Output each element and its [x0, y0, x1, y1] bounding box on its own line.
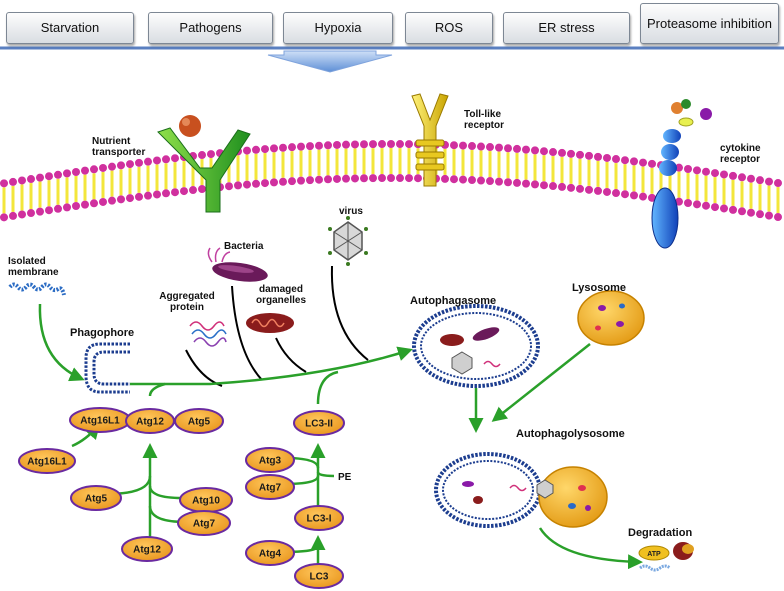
degradation-label: Degradation — [628, 527, 693, 539]
damaged-organelle-icon — [246, 313, 294, 333]
atg16l1-oval-label: Atg16L1 — [27, 457, 67, 468]
atg7-right-oval: Atg7 — [245, 474, 295, 500]
cytokine-receptor-icon — [651, 99, 712, 249]
phagophore-label: Phagophore — [70, 327, 135, 339]
autophagosome-label: Autophagasome — [410, 295, 497, 307]
atg7-left-oval: Atg7 — [177, 510, 231, 536]
atg5-complex-oval: Atg5 — [174, 408, 224, 434]
bacteria-label: Bacteria — [224, 241, 264, 252]
lc3-ii-oval-label: LC3-II — [305, 419, 333, 430]
stress-input-arrow — [267, 50, 393, 73]
degradation-arrow — [538, 527, 643, 570]
stress-hypoxia: Hypoxia — [283, 12, 393, 44]
atg12-complex-oval-label: Atg12 — [136, 417, 164, 428]
atg16l1-oval: Atg16L1 — [18, 448, 76, 474]
autophagosome-icon — [412, 304, 540, 388]
bacteria-icon — [207, 247, 268, 282]
atg3-oval-label: Atg3 — [259, 456, 282, 467]
lc3-i-oval: LC3-I — [294, 505, 344, 531]
toll-like-receptor-label: Toll-like receptor — [464, 109, 505, 131]
lc3-ii-oval: LC3-II — [293, 410, 345, 436]
lc3-oval-label: LC3 — [310, 572, 329, 583]
atg4-oval: Atg4 — [245, 540, 295, 566]
damaged-organelles-label: damaged organelles — [255, 284, 307, 306]
virus-label: virus — [339, 206, 363, 217]
phagophore-icon — [84, 342, 130, 394]
atg10-oval-label: Atg10 — [192, 496, 220, 507]
aggregated-protein-icon — [189, 321, 227, 347]
atp-label: ATP — [647, 551, 661, 558]
atg7-left-oval-label: Atg7 — [193, 519, 216, 530]
atg7-right-oval-label: Atg7 — [259, 483, 282, 494]
atg10-oval: Atg10 — [179, 487, 233, 513]
atg12-oval: Atg12 — [121, 536, 173, 562]
pe-label: PE — [338, 472, 352, 483]
nutrient-transporter-icon — [157, 115, 251, 213]
lc3-i-oval-label: LC3-I — [307, 514, 332, 525]
autophagolysosome-icon — [434, 452, 608, 528]
atg5-oval: Atg5 — [70, 485, 122, 511]
atg12-complex-oval: Atg12 — [125, 408, 175, 434]
main-pathway-arrows — [38, 303, 413, 405]
atg5-oval-label: Atg5 — [85, 494, 108, 505]
stress-starvation: Starvation — [6, 12, 134, 44]
toll-like-receptor-icon — [411, 93, 449, 187]
degradation-products-icon: ATP — [638, 542, 694, 572]
atg16l1-complex-oval: Atg16L1 — [69, 407, 131, 433]
atg3-oval: Atg3 — [245, 447, 295, 473]
lysosome-label: Lysosome — [572, 282, 627, 294]
cytokine-receptor-label: cytokine receptor — [720, 143, 761, 165]
virus-icon — [328, 216, 368, 266]
stress-proteasome-inhibition: Proteasome inhibition — [640, 3, 779, 44]
cell-membrane — [0, 140, 782, 222]
atg4-oval-label: Atg4 — [259, 549, 282, 560]
atg12-oval-label: Atg12 — [133, 545, 161, 556]
atg5-complex-oval-label: Atg5 — [188, 417, 211, 428]
nutrient-transporter-label: Nutrient transporter — [92, 136, 146, 158]
isolated-membrane-icon — [8, 282, 66, 296]
lc3-oval: LC3 — [294, 563, 344, 589]
autophagolysosome-label: Autophagolysosome — [516, 428, 625, 440]
atg16l1-complex-oval-label: Atg16L1 — [80, 416, 120, 427]
stress-er: ER stress — [503, 12, 630, 44]
isolated-membrane-label: Isolated membrane — [8, 256, 59, 278]
lysosome-icon — [577, 290, 645, 346]
fusion-arrows — [468, 343, 591, 433]
stress-ros: ROS — [405, 12, 493, 44]
conjugation-arrows — [71, 423, 335, 570]
aggregated-protein-label: Aggregated protein — [159, 291, 215, 313]
stress-pathogens: Pathogens — [148, 12, 273, 44]
